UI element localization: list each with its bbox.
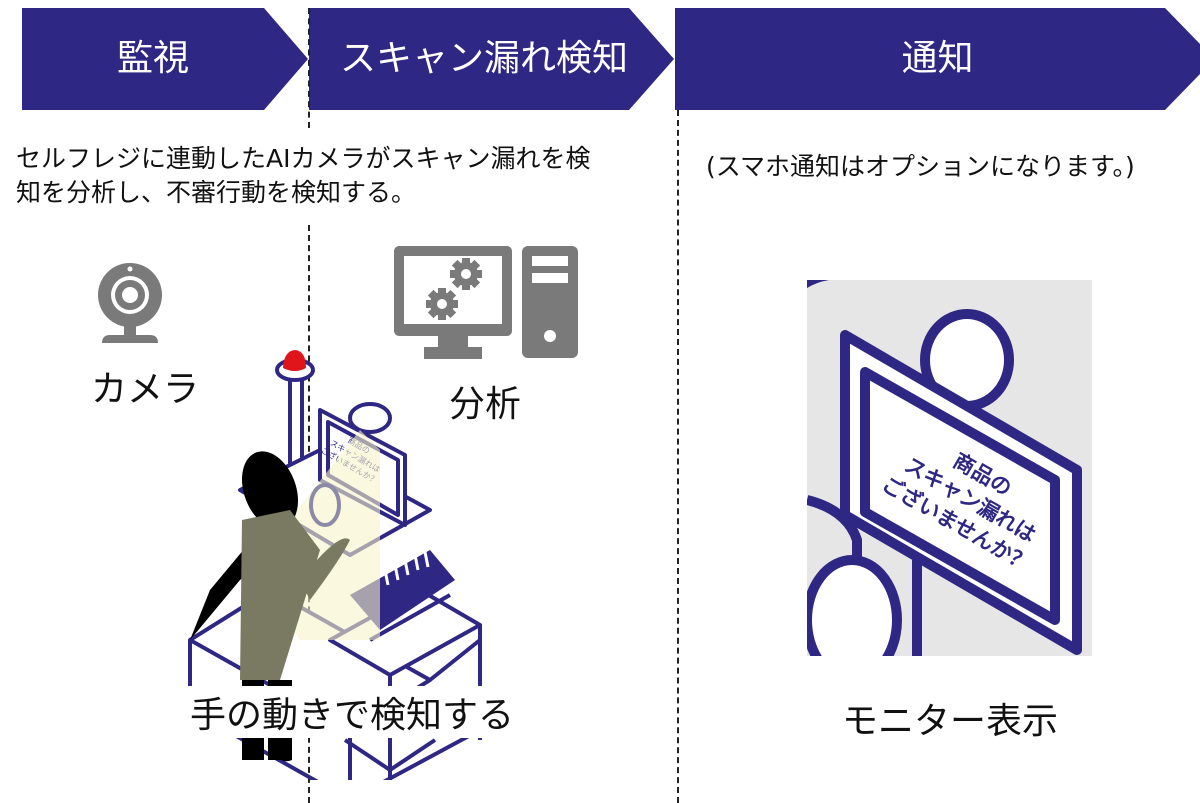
step-label: 監視: [116, 38, 189, 79]
separator-line: [677, 110, 679, 803]
kiosk-caption: 手の動きで検知する: [188, 686, 517, 738]
description-line: 知を分析し、不審行動を検知する。: [16, 178, 417, 207]
notification-description: (スマホ通知はオプションになります。): [706, 152, 1135, 181]
detection-description: セルフレジに連動したAIカメラがスキャン漏れを検 知を分析し、不審行動を検知する…: [16, 142, 590, 210]
alert-light-icon: [283, 350, 306, 371]
camera-label: カメラ: [91, 369, 200, 410]
arrow-shape: [22, 8, 308, 110]
step-banner-scan-detection: スキャン漏れ検知: [309, 8, 675, 110]
arrow-shape: [675, 8, 1200, 110]
arrow-shape: [309, 8, 674, 110]
step-label: スキャン漏れ検知: [339, 38, 628, 79]
gear-icon: [426, 288, 458, 320]
monitor-caption: モニター表示: [842, 701, 1059, 742]
webcam-icon: [98, 263, 162, 343]
computer-gears-icon: [394, 246, 578, 359]
step-banner-monitoring: 監視: [22, 8, 310, 110]
description-line: セルフレジに連動したAIカメラがスキャン漏れを検: [16, 144, 591, 173]
step-label: 通知: [901, 38, 974, 79]
monitor-display-illustration: 商品の スキャン漏れは ございませんか？: [807, 280, 1092, 656]
gear-icon: [450, 258, 482, 290]
step-banner-notification: 通知: [675, 8, 1200, 110]
separator-line: [308, 8, 310, 128]
analysis-label: 分析: [449, 384, 522, 425]
